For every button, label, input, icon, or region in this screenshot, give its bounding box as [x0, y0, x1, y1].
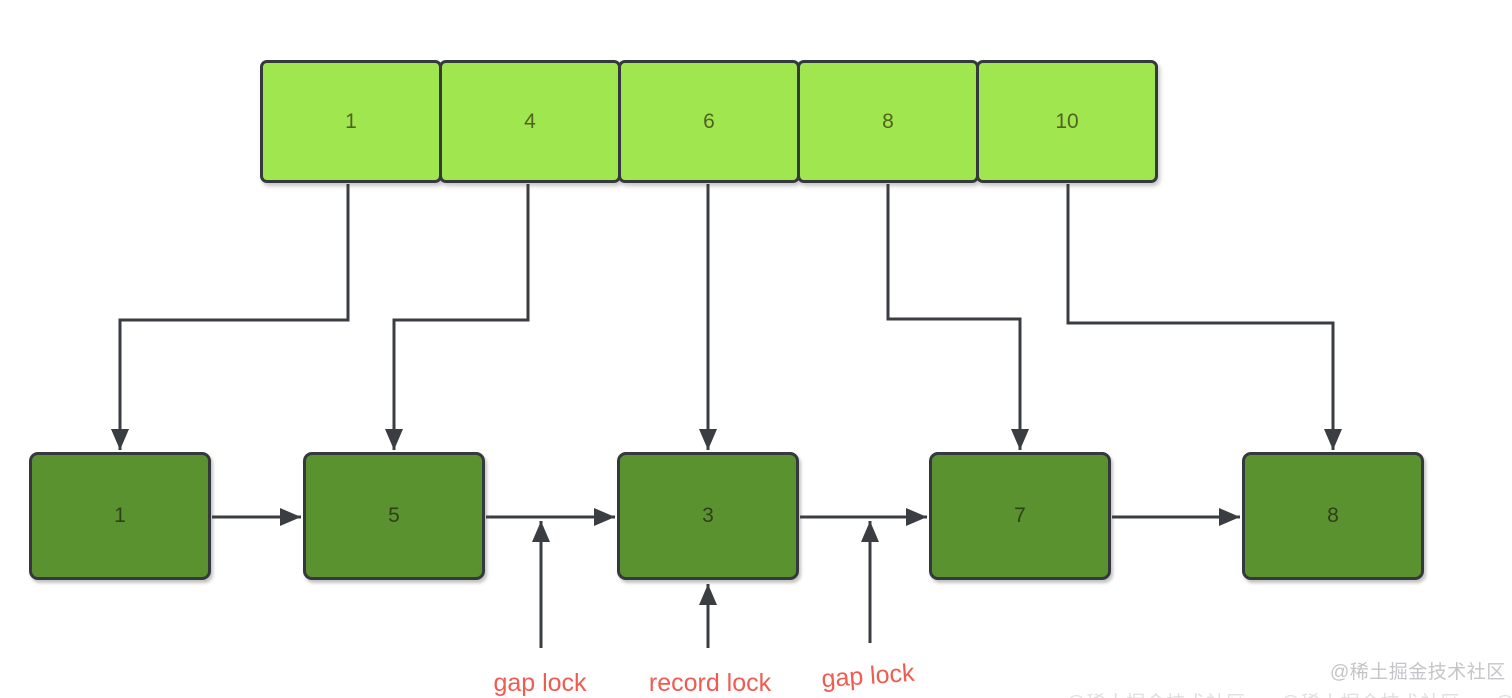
- record-node: 8: [1242, 452, 1424, 580]
- watermark-ghost-text: @稀土掘金技术社区: [1066, 693, 1246, 698]
- record-node: 7: [929, 452, 1111, 580]
- connector-index1-to-node1: [111, 184, 350, 450]
- record-node: 3: [617, 452, 799, 580]
- record-node: 1: [29, 452, 211, 580]
- index-cell: 10: [976, 60, 1158, 183]
- index-cell: 1: [260, 60, 442, 183]
- record-node: 5: [303, 452, 485, 580]
- index-row: 1 4 6 8 10: [260, 60, 1158, 183]
- watermark-ghost-text: @稀土掘金技术社区: [1495, 693, 1512, 698]
- index-cell: 4: [439, 60, 621, 183]
- watermark-ghost: @稀土掘金技术社区 @稀土掘金技术社区 @稀土掘金技术社区: [1066, 688, 1512, 698]
- record-lock-label: record lock: [648, 669, 772, 697]
- gap-lock-label-2: gap lock: [820, 658, 916, 694]
- watermark: @稀土掘金技术社区: [1330, 662, 1506, 683]
- connector-index10-to-node8: [1066, 184, 1342, 450]
- index-cell: 6: [618, 60, 800, 183]
- watermark-ghost-text: @稀土掘金技术社区: [1280, 693, 1460, 698]
- index-cell: 8: [797, 60, 979, 183]
- gap-lock-label-1: gap lock: [493, 669, 587, 697]
- connector-index4-to-node5: [385, 184, 530, 450]
- connector-index8-to-node7: [886, 184, 1029, 450]
